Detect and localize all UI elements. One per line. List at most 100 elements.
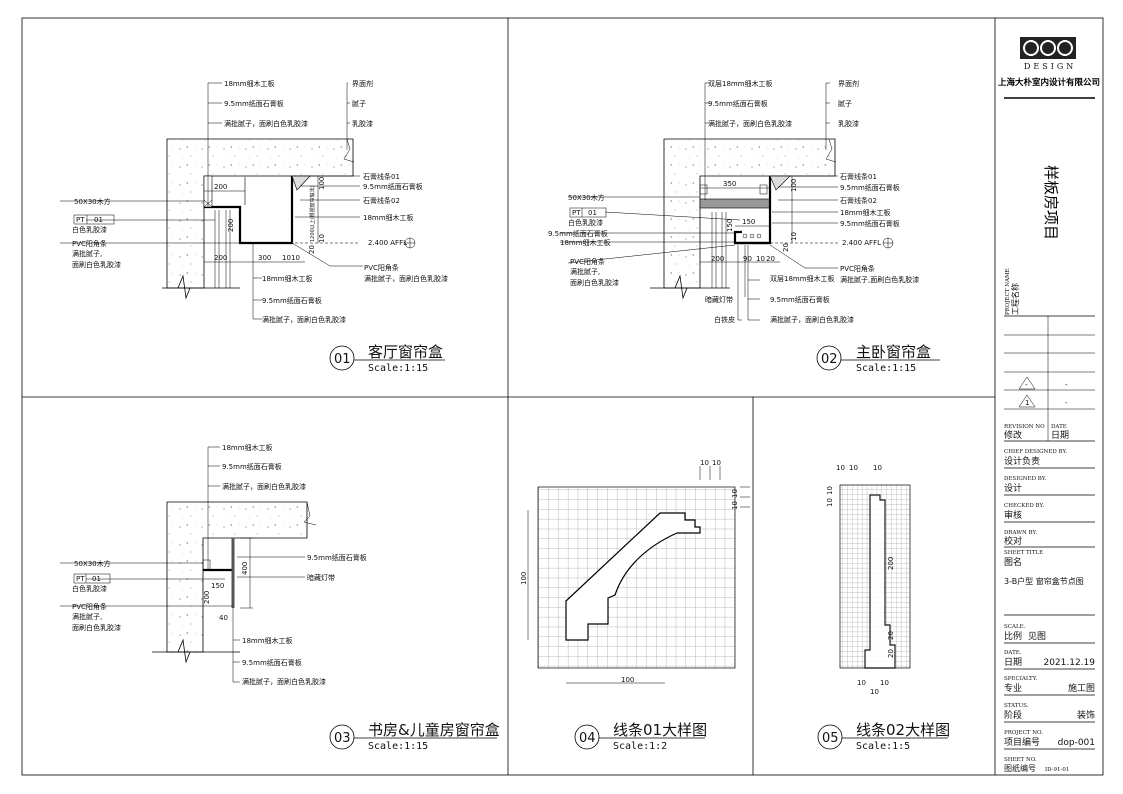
revision-value: -: [1065, 399, 1068, 407]
label: 白色乳胶漆: [568, 218, 603, 227]
dimension: 200: [711, 255, 724, 263]
label: 9.5mm纸面石膏板: [363, 182, 423, 191]
title-block: DESIGN 上海大朴室内设计有限公司 样板房项目 PROJECT NAME 工…: [998, 37, 1100, 773]
detail-number: 03: [334, 731, 351, 746]
label: 50X30木方: [74, 197, 111, 206]
label: 9.5mm纸面石膏板: [840, 219, 900, 228]
label: 石膏线条01: [840, 172, 877, 181]
label: 50X30木方: [74, 559, 111, 568]
revision-mark: -: [1025, 381, 1028, 389]
project-name-label-cn: 工程名称: [1010, 283, 1020, 315]
label: 暗藏灯带: [307, 573, 335, 582]
label: 18mm细木工板: [363, 213, 414, 222]
detail-01-living-room-curtain-box: 18mm细木工板 9.5mm纸面石膏板 满批腻子，面刷白色乳胶漆 界面剂 腻子 …: [60, 79, 448, 374]
dimension: 10: [826, 498, 834, 507]
date-label-cn: 日期: [1051, 430, 1069, 441]
dimension: 200: [227, 219, 235, 232]
project-name-label-en: PROJECT NAME: [1005, 268, 1011, 315]
label: PVC阳角条: [364, 263, 399, 272]
dimension: 10: [756, 255, 765, 263]
designer-label-cn: 设计: [1004, 482, 1022, 494]
label: 满批腻子，面刷白色乳胶漆: [222, 482, 306, 491]
detail-title: 线条02大样图: [856, 721, 950, 739]
drawn-by-label-cn: 校对: [1004, 535, 1022, 547]
label: 满批腻子，面刷白色乳胶漆: [770, 315, 854, 324]
scale-label-cn: 比例: [1004, 630, 1022, 642]
label: 白色乳胶漆: [72, 584, 107, 593]
label: 白铁皮: [714, 315, 735, 324]
specialty-label: SPECIALTY.: [1004, 676, 1038, 682]
company-name: 上海大朴室内设计有限公司: [998, 77, 1100, 88]
detail-title: 客厅窗帘盒: [368, 343, 443, 361]
label: 满批腻子，面刷白色乳胶漆: [242, 677, 326, 686]
revision-no-label-cn: 修改: [1004, 429, 1022, 441]
label: 9.5mm纸面石膏板: [224, 99, 284, 108]
dimension: 10: [291, 254, 300, 262]
dimension: 200: [887, 557, 895, 570]
label: 乳胶漆: [352, 119, 373, 128]
label: 腻子: [352, 99, 366, 108]
detail-number: 04: [579, 731, 596, 746]
sheet-no-label-cn: 图纸编号: [1004, 763, 1036, 773]
dimension: 10: [731, 501, 739, 510]
dimension: 40: [219, 614, 228, 622]
elevation-label: 2.400 AFFL: [368, 239, 407, 247]
label: 9.5mm纸面石膏板: [262, 296, 322, 305]
dimension: 100: [318, 177, 326, 190]
dimension: 10: [282, 254, 291, 262]
sheet-title-label-cn: 图名: [1004, 556, 1022, 568]
dimension: 90: [743, 255, 752, 263]
label: 石膏线条02: [363, 196, 400, 205]
dimension: 10: [826, 486, 834, 495]
dimension: 100: [520, 572, 528, 585]
specialty-value: 施工图: [1068, 682, 1095, 694]
label: PVC阳角条: [72, 239, 107, 248]
detail-title: 主卧窗帘盒: [856, 343, 931, 361]
chief-designer-label: CHIEF DESIGNED BY.: [1004, 449, 1067, 455]
detail-05-molding-02: 10 10 10 10 10 200 20 20 10 10 10 05 线条0…: [817, 464, 950, 752]
dimension: 10: [870, 688, 879, 696]
sheet-no-label: SHEET NO.: [1004, 757, 1037, 763]
dimension: 10: [731, 489, 739, 498]
label: 9.5mm纸面石膏板: [708, 99, 768, 108]
svg-text:PT: PT: [572, 209, 581, 217]
label: 9.5mm纸面石膏板: [307, 553, 367, 562]
dimension: 20: [766, 255, 775, 263]
dimension: 200: [203, 591, 211, 604]
dimension: 400: [241, 562, 249, 575]
label: 满批腻子，面刷白色乳胶漆: [364, 274, 448, 283]
label: 面刷白色乳胶漆: [72, 260, 121, 269]
dimension: 200: [214, 254, 227, 262]
dimension: 150: [742, 218, 755, 226]
label: 18mm细木工板: [560, 238, 611, 247]
drawn-by-label: DRAWN BY.: [1004, 530, 1037, 536]
detail-number: 02: [821, 352, 838, 367]
detail-02-master-bedroom-curtain-box: 双层18mm细木工板 9.5mm纸面石膏板 满批腻子，面刷白色乳胶漆 界面剂 腻…: [548, 79, 940, 374]
date2-label-cn: 日期: [1004, 657, 1022, 668]
label: 石膏线条01: [363, 172, 400, 181]
dimension: 300: [258, 254, 271, 262]
dimension: 10: [880, 679, 889, 687]
label: 双层18mm细木工板: [770, 274, 835, 283]
designer-label: DESIGNED BY.: [1004, 476, 1047, 482]
date2-label: DATE.: [1004, 650, 1022, 656]
specialty-label-cn: 专业: [1004, 682, 1022, 694]
label: 18mm细木工板: [840, 208, 891, 217]
label: PVC阳角条: [72, 602, 107, 611]
label: 白色乳胶漆: [72, 225, 107, 234]
label: 满批腻子,: [72, 249, 102, 258]
revision-no-label: REVISION NO: [1004, 424, 1045, 430]
detail-scale: Scale:1:15: [368, 741, 428, 752]
label: PVC阳角条: [840, 264, 875, 273]
detail-scale: Scale:1:2: [613, 741, 667, 752]
dimension: 150: [726, 219, 734, 232]
dimension: 10: [700, 459, 709, 467]
elevation-label: 2.400 AFFL: [842, 239, 881, 247]
material-tag: PT 01: [73, 214, 115, 225]
label: 石膏线条02: [840, 196, 877, 205]
label: 满批腻子，面刷白色乳胶漆: [708, 119, 792, 128]
label: 50X30木方: [568, 193, 605, 202]
dimension: 10: [836, 464, 845, 472]
dimension: 150: [211, 582, 224, 590]
dimension: 10: [849, 464, 858, 472]
